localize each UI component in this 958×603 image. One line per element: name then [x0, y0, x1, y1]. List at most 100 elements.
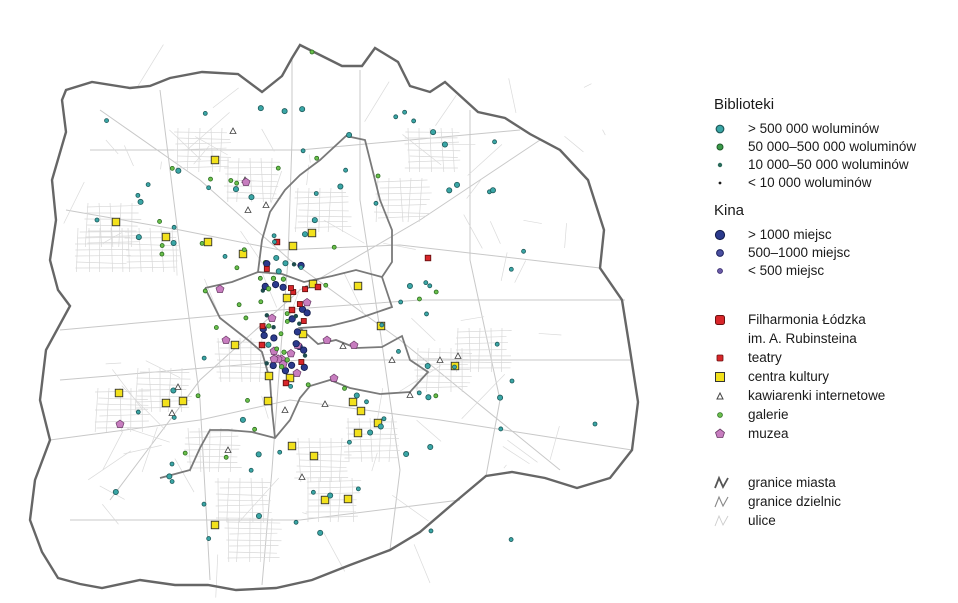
legend-theatres: teatry — [714, 350, 954, 366]
gallery-marker — [202, 288, 208, 294]
library-marker — [373, 200, 379, 206]
library-marker — [423, 280, 429, 286]
cinema-marker — [270, 334, 278, 342]
gallery-marker — [309, 49, 315, 55]
library-marker — [166, 473, 173, 480]
culture-centre-marker — [288, 241, 298, 251]
cinema-marker — [287, 361, 296, 369]
library-marker — [379, 322, 385, 328]
theatre-marker — [424, 254, 432, 262]
library-marker — [492, 139, 497, 145]
legend-libraries-title: Biblioteki — [714, 96, 775, 113]
gallery-marker — [417, 296, 422, 302]
library-marker — [430, 129, 437, 136]
cinema-marker — [300, 363, 308, 371]
museum-marker — [322, 335, 332, 344]
legend-city-boundary: granice miasta — [714, 475, 954, 491]
library-marker — [201, 501, 207, 507]
district-boundary-west — [204, 287, 276, 439]
cinema-marker — [292, 340, 300, 348]
city-boundary-icon — [714, 475, 729, 490]
library-marker — [521, 248, 526, 254]
legend-internet-cafes: kawiarenki internetowe — [714, 388, 954, 404]
library-marker — [300, 148, 306, 154]
gallery-marker — [342, 386, 347, 391]
gallery-marker — [243, 315, 249, 321]
library-marker — [206, 536, 212, 541]
internet-cafe-marker — [262, 201, 270, 208]
culture-centre-marker — [353, 428, 363, 438]
culture-centre-marker — [114, 388, 124, 398]
culture-centre-marker — [210, 155, 220, 165]
culture-centre-marker — [161, 232, 171, 242]
cinema-marker — [300, 346, 308, 354]
museum-marker — [329, 373, 339, 382]
library-marker — [171, 224, 177, 230]
theatre-marker — [302, 286, 309, 293]
library-marker — [277, 449, 283, 455]
library-marker — [454, 181, 461, 188]
library-medium-icon — [716, 143, 724, 151]
library-marker — [381, 416, 387, 422]
library-marker — [411, 118, 417, 124]
museum-marker — [269, 354, 279, 363]
museum-marker — [241, 177, 251, 186]
library-marker — [313, 191, 319, 196]
legend-cinemas-title: Kina — [714, 202, 745, 219]
library-marker — [427, 444, 434, 451]
museum-marker — [302, 297, 312, 307]
library-marker — [293, 519, 299, 525]
culture-centre-marker — [309, 451, 319, 461]
gallery-marker — [159, 251, 165, 257]
legend-culture-centres: centra kultury — [714, 369, 954, 385]
library-marker — [255, 512, 262, 519]
library-marker — [355, 486, 361, 492]
library-marker — [489, 187, 496, 194]
gallery-marker — [279, 364, 285, 370]
library-marker — [425, 394, 432, 401]
library-marker — [353, 392, 360, 399]
library-marker — [271, 233, 277, 239]
museum-marker — [292, 368, 302, 377]
theatre-marker — [298, 359, 305, 365]
library-marker — [137, 198, 144, 205]
gallery-marker — [258, 299, 264, 305]
culture-centre-marker — [353, 281, 363, 291]
legend-cinema-small: < 500 miejsc — [714, 263, 954, 279]
theatre-marker — [258, 341, 266, 349]
map-markers — [94, 49, 598, 542]
theatre-marker — [288, 285, 294, 292]
culture-centre-marker — [285, 373, 295, 383]
cinema-medium-icon — [716, 249, 724, 257]
gallery-marker — [284, 311, 290, 317]
library-marker — [428, 528, 434, 534]
library-marker — [206, 185, 212, 191]
internet-cafe-marker — [388, 356, 396, 363]
library-marker — [494, 341, 500, 347]
museum-marker — [221, 335, 231, 344]
gallery-marker — [284, 357, 290, 363]
gallery-marker — [223, 454, 229, 460]
library-marker — [416, 390, 422, 396]
library-marker — [135, 234, 142, 241]
legend-streets: ulice — [714, 513, 954, 529]
library-marker — [343, 167, 348, 173]
library-marker — [337, 183, 344, 190]
library-marker — [302, 231, 309, 238]
library-marker — [104, 118, 109, 124]
gallery-marker — [241, 247, 247, 253]
cinema-marker — [260, 331, 268, 340]
gallery-marker — [228, 178, 234, 183]
street-network — [49, 44, 633, 598]
library-tiny-icon — [718, 181, 722, 185]
philharmonic-icon — [715, 315, 725, 325]
gallery-marker — [284, 319, 290, 324]
library-marker — [281, 108, 288, 115]
museum-icon — [715, 428, 725, 438]
gallery-marker — [208, 176, 213, 182]
gallery-marker — [323, 282, 329, 288]
internet-cafe-marker — [281, 406, 289, 413]
cinema-large-icon — [714, 229, 726, 241]
culture-centre-marker — [356, 406, 366, 416]
library-marker — [377, 423, 384, 430]
